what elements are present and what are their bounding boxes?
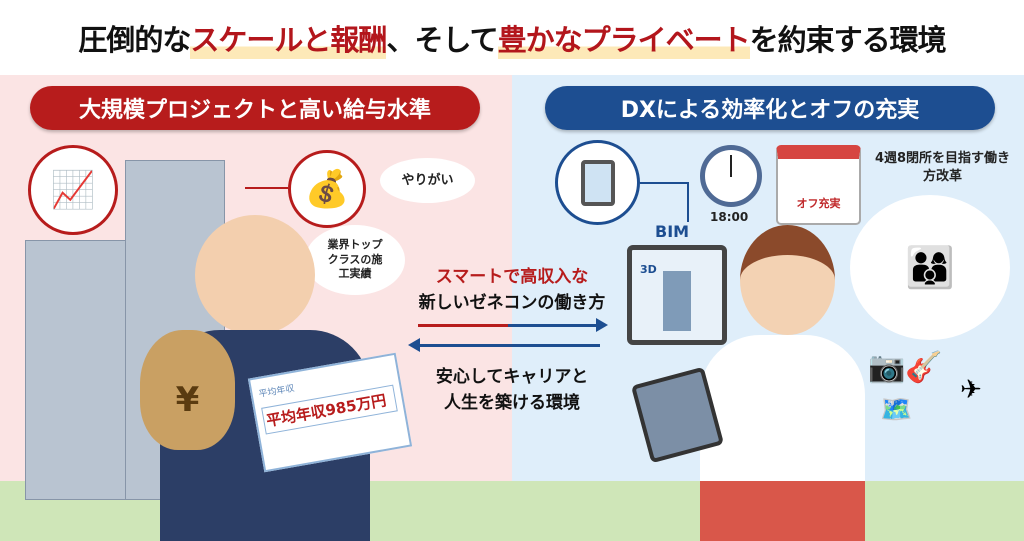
calendar-icon: オフ充実: [776, 145, 861, 225]
money-bag-icon: 💰: [288, 150, 366, 228]
arrow-left-head: [408, 338, 420, 352]
map-photo-icon: 🗺️: [880, 395, 913, 425]
title-highlight: スケールと: [190, 16, 331, 59]
speech-bubble: やりがい: [380, 158, 475, 203]
center-text: 人生を築ける環境: [444, 393, 580, 413]
title-part: 圧倒的な: [78, 22, 191, 57]
skyscraper-illustration: [25, 240, 135, 500]
title-highlight: 報酬: [330, 16, 387, 59]
hobby-icons: 📷🎸: [868, 350, 943, 385]
connector-line: [245, 187, 288, 189]
calendar-label: オフ充実: [796, 197, 841, 210]
arrow-right-head: [596, 318, 608, 332]
building-model: [663, 271, 691, 331]
reform-text: 4週8閉所を目指す働き方改革: [874, 151, 1011, 185]
title-highlight: 豊かなプライベート: [497, 16, 751, 59]
connector-line: [640, 182, 688, 184]
money-bag-illustration: ¥: [140, 330, 235, 450]
center-text-highlight: スマートで高収入な: [435, 267, 589, 287]
connector-line: [687, 182, 689, 222]
building-growth-icon: 📈: [28, 145, 118, 235]
page-title: 圧倒的なスケールと報酬、そして豊かなプライベートを約束する環境: [0, 0, 1024, 75]
title-part: を約束する環境: [749, 22, 947, 57]
title-part: 、そして: [386, 22, 498, 57]
clock-icon: [700, 145, 762, 207]
bim-label: BIM: [655, 222, 690, 241]
family-picnic-illustration: 👨‍👩‍👦: [850, 195, 1010, 340]
center-text: 安心してキャリアと: [435, 367, 589, 387]
bim-model-frame: 3D: [627, 245, 727, 345]
woman-body: [700, 335, 865, 541]
right-heading: DXによる効率化とオフの充実: [545, 86, 995, 130]
center-text: 新しいゼネコンの働き方: [418, 293, 606, 313]
arrow-left: [420, 344, 600, 347]
speech-bubble: 業界トップクラスの施工実績: [305, 225, 405, 295]
airplane-icon: ✈: [960, 375, 982, 405]
bim-3d-label: 3D: [640, 263, 657, 276]
left-heading: 大規模プロジェクトと高い給与水準: [30, 86, 480, 130]
man-head: [195, 215, 315, 335]
arrow-right: [418, 324, 598, 327]
tablet-icon: [555, 140, 640, 225]
woman-head: [740, 225, 835, 335]
clock-time: 18:00: [710, 210, 749, 224]
yen-icon: ¥: [175, 380, 200, 420]
